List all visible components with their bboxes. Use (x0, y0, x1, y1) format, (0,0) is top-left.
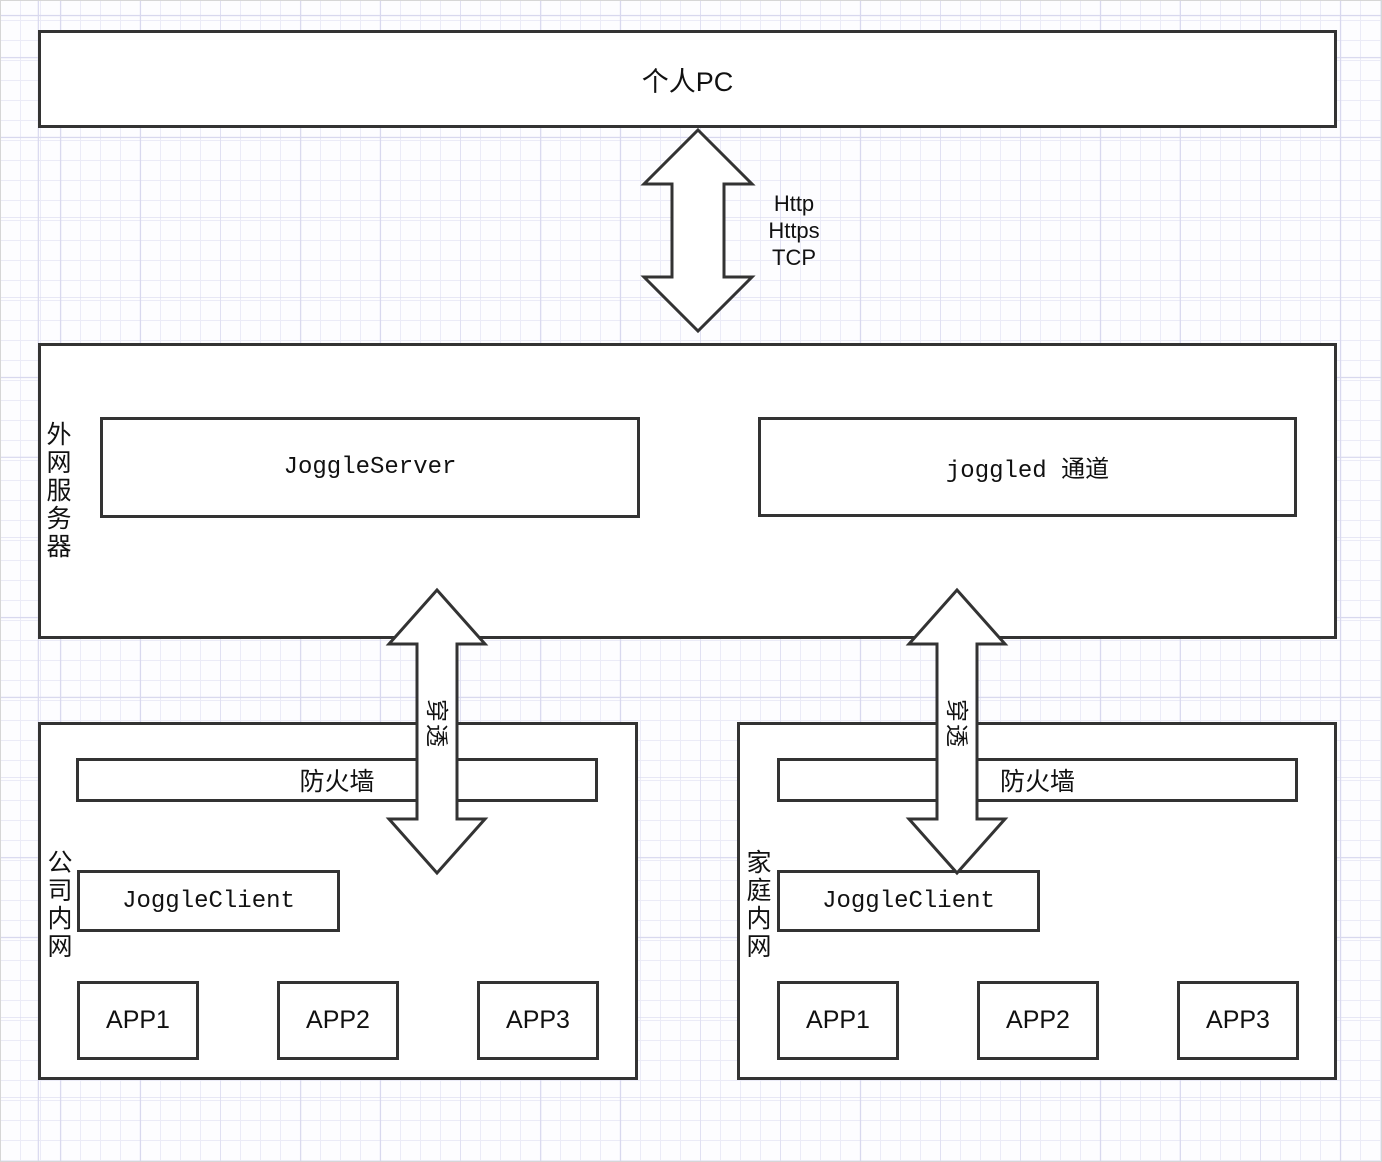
penetrate-double-arrow-right-icon (905, 587, 1009, 876)
firewall-bar: 防火墙 (76, 758, 598, 802)
pc-box: 个人PC (38, 30, 1337, 128)
double-arrow-shape (905, 587, 1009, 876)
app-box: APP3 (477, 981, 599, 1060)
penetrate-label-left: 穿透 (424, 699, 450, 749)
firewall-label: 防火墙 (299, 768, 375, 796)
app-label: APP2 (1006, 1006, 1070, 1034)
joggled-channel-box: joggled 通道 (758, 417, 1297, 517)
protocol-http-label: Http (773, 191, 815, 216)
app-box: APP1 (777, 981, 899, 1060)
firewall-bar: 防火墙 (777, 758, 1298, 802)
app-box: APP1 (77, 981, 199, 1060)
double-arrow-shape (640, 127, 756, 334)
joggle-client-box: JoggleClient (77, 870, 340, 932)
app-label: APP3 (1206, 1006, 1270, 1034)
joggle-client-label: JoggleClient (822, 887, 995, 915)
double-arrow-shape (385, 587, 489, 876)
app-label: APP2 (306, 1006, 370, 1034)
home-intranet-label: 家庭内网 (743, 849, 771, 961)
app-box: APP2 (977, 981, 1099, 1060)
app-box: APP3 (1177, 981, 1299, 1060)
pc-server-double-arrow-icon (640, 127, 756, 334)
joggle-client-box: JoggleClient (777, 870, 1040, 932)
protocol-https-label: Https (768, 218, 820, 243)
firewall-label: 防火墙 (999, 768, 1075, 796)
pc-label: 个人PC (641, 66, 734, 97)
joggle-server-label: JoggleServer (283, 454, 457, 481)
penetrate-double-arrow-left-icon (385, 587, 489, 876)
joggle-client-label: JoggleClient (122, 887, 295, 915)
penetrate-label-right: 穿透 (944, 699, 970, 749)
protocol-tcp-label: TCP (772, 245, 816, 270)
joggled-channel-label: joggled 通道 (945, 458, 1110, 485)
app-label: APP1 (106, 1006, 170, 1034)
app-label: APP1 (806, 1006, 870, 1034)
company-intranet-label: 公司内网 (44, 849, 72, 961)
external-server-zone-label: 外网服务器 (43, 421, 71, 561)
app-box: APP2 (277, 981, 399, 1060)
joggle-server-box: JoggleServer (100, 417, 640, 518)
protocol-labels: Http Https TCP (748, 190, 840, 271)
app-label: APP3 (506, 1006, 570, 1034)
